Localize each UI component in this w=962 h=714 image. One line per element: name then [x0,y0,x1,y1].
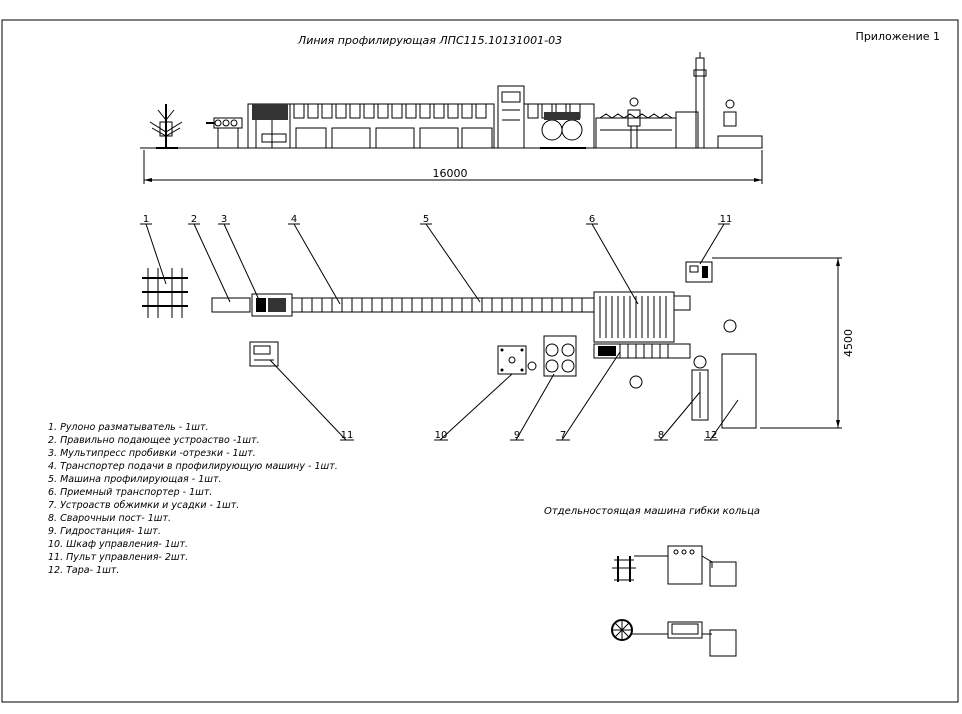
equipment-legend: 1. Рулоно разматыватель - 1шт. 2. Правил… [48,422,338,576]
legend-item: 2. Правильно подающее устроаство -1шт. [48,435,260,446]
callout-1: 1 [143,214,149,225]
ring-machine-side-icon [612,545,737,587]
side-elevation-view [140,52,763,149]
legend-item: 3. Мультипресс пробивки -отрезки - 1шт. [48,448,256,459]
hydraulic-station-plan-icon [527,335,577,377]
receiving-conveyor-plan-icon [593,291,691,343]
uncoiler-side-icon [149,104,183,149]
width-dimension: 4500 [712,257,855,429]
callout-leaders [140,223,739,441]
callout-7: 7 [560,430,566,441]
roll-former-side-icon [289,103,495,149]
welding-post-side-icon [693,52,707,149]
legend-item: 6. Приемный транспортер - 1шт. [48,487,212,498]
crimping-device-plan-icon [593,343,691,359]
callout-4: 4 [291,214,297,225]
length-dimension: 16000 [143,150,763,184]
plan-view: 4500 1 2 3 4 5 6 [140,214,855,441]
control-panel-lower-icon [249,341,279,367]
length-dimension-label: 16000 [433,167,468,180]
ring-machine-plan-icon [611,619,737,657]
legend-item: 7. Устроаств обжимки и усадки - 1шт. [48,500,239,511]
ring-bending-machine: Отдельностоящая машина гибки кольца [544,505,760,657]
uncoiler-plan-icon [142,268,188,318]
legend-item: 4. Транспортер подачи в профилирующую ма… [48,461,338,472]
control-panel-upper-icon [685,261,713,283]
straightener-side-icon [206,117,243,148]
callout-11-upper: 11 [720,214,733,225]
callout-9: 9 [514,430,520,441]
appendix-label: Приложение 1 [856,30,940,43]
legend-item: 8. Сварочныи пост- 1шт. [48,513,171,524]
straightener-plan-icon [211,297,251,313]
legend-item: 11. Пульт управления- 2шт. [48,552,188,563]
width-dimension-label: 4500 [842,329,855,357]
callout-10: 10 [435,430,448,441]
callout-5: 5 [423,214,429,225]
control-cabinet-side-icon [497,85,525,149]
operator-plan-icon [629,319,737,389]
callout-2: 2 [191,214,197,225]
legend-item: 5. Машина профилирующая - 1шт. [48,474,222,485]
legend-item: 1. Рулоно разматыватель - 1шт. [48,422,209,433]
drawing-title: Линия профилирующая ЛПС115.10131001-03 [297,34,562,47]
welding-post-plan-icon [691,355,709,421]
callout-8: 8 [658,430,664,441]
callout-3: 3 [221,214,227,225]
legend-item: 12. Тара- 1шт. [48,565,119,576]
runout-table-side-icon [595,111,699,149]
callout-12: 12 [705,430,718,441]
drawing-frame [1,19,959,703]
legend-item: 9. Гидростанция- 1шт. [48,526,161,537]
second-operator-figure-icon [717,99,763,149]
control-cabinet-plan-icon [497,345,527,375]
callout-6: 6 [589,214,595,225]
press-side-icon [247,103,291,149]
operator-figure-icon [627,97,641,148]
callout-11-lower: 11 [341,430,354,441]
container-plan-icon [721,353,757,429]
ring-machine-title: Отдельностоящая машина гибки кольца [544,505,760,517]
forming-stands-side-icon [523,103,595,149]
legend-item: 10. Шкаф управления- 1шт. [48,539,188,550]
